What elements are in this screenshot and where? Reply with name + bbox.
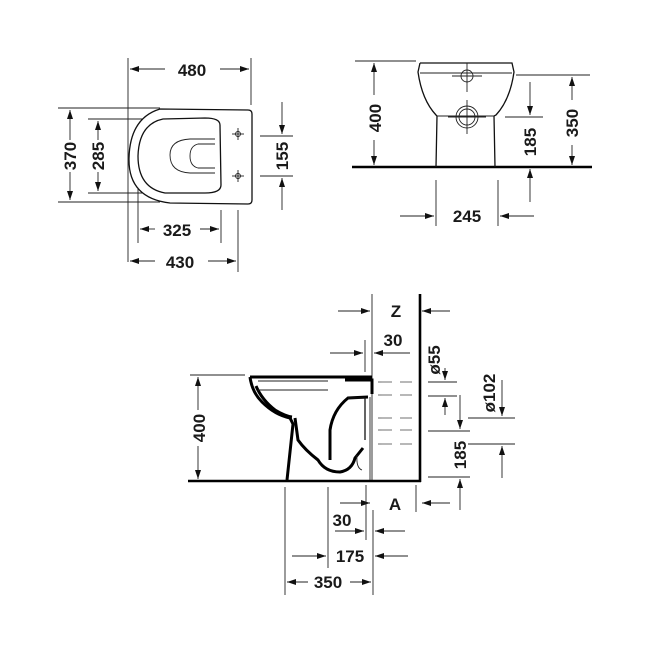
dim-o102: ø102: [480, 374, 499, 413]
dim-480: 480: [178, 61, 206, 80]
fixing-hole-icon: [232, 128, 244, 140]
seat-inner: [137, 117, 222, 194]
dim-350-front: 350: [563, 109, 582, 137]
bowl-outlet: [189, 143, 215, 169]
dim-175: 175: [336, 547, 364, 566]
label-a: A: [389, 495, 401, 514]
bowl-opening: [169, 138, 215, 174]
dim-350-side: 350: [314, 573, 342, 592]
top-view: 480 370 285 155 325 430: [58, 58, 293, 272]
front-view: 400 185 350 245: [352, 60, 592, 226]
fixing-hole-icon: [232, 170, 244, 182]
dim-30-bottom: 30: [333, 511, 352, 530]
label-z: Z: [391, 302, 401, 321]
dim-245: 245: [453, 207, 481, 226]
dim-o55: ø55: [425, 345, 444, 374]
dim-370: 370: [61, 142, 80, 170]
side-view: Z 30 400 ø55 185 ø102 A: [188, 294, 515, 595]
dim-400-side: 400: [190, 414, 209, 442]
dim-185-side: 185: [451, 441, 470, 469]
dim-430: 430: [166, 253, 194, 272]
dim-185-front: 185: [521, 128, 540, 156]
toilet-front-outline: [417, 62, 515, 168]
seat-outline: [128, 108, 253, 205]
dim-30-top: 30: [384, 331, 403, 350]
dim-285: 285: [89, 142, 108, 170]
dim-325: 325: [163, 221, 191, 240]
dim-155: 155: [273, 142, 292, 170]
dim-400-front: 400: [366, 104, 385, 132]
